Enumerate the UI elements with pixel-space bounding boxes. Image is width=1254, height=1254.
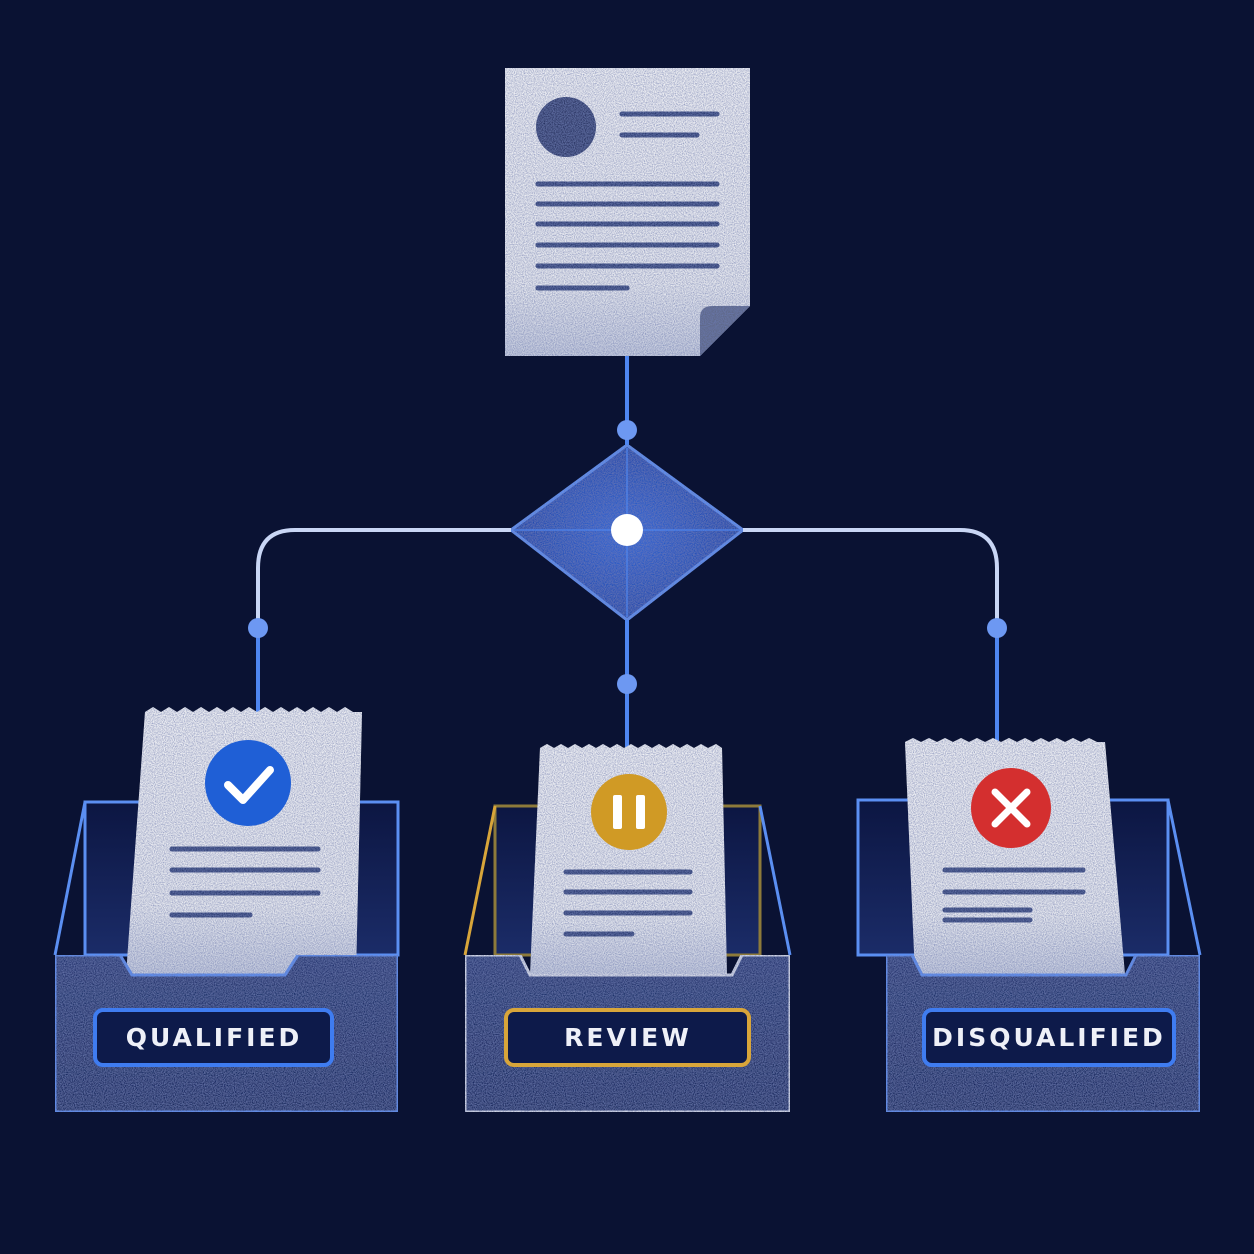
label-review-text: REVIEW — [564, 1023, 692, 1052]
bin-qualified: QUALIFIED — [53, 707, 400, 1114]
connectors — [248, 356, 1007, 748]
receipt-review — [530, 744, 727, 975]
pause-icon — [591, 774, 667, 850]
label-qualified — [93, 1008, 334, 1067]
connector-node-left — [248, 618, 268, 638]
avatar-icon — [536, 97, 596, 157]
connector-decision-to-disqualified — [742, 528, 999, 742]
connector-node-middle — [617, 674, 637, 694]
connector-decision-to-qualified — [256, 528, 512, 712]
label-review — [504, 1008, 751, 1067]
connector-node-top — [617, 420, 637, 440]
bin-review: REVIEW — [463, 744, 792, 1114]
receipt-disqualified — [905, 738, 1125, 975]
resume-document-icon — [505, 68, 750, 356]
label-disqualified — [922, 1008, 1176, 1067]
bin-disqualified: DISQUALIFIED — [856, 738, 1202, 1114]
x-icon — [971, 768, 1051, 848]
checkmark-icon — [205, 740, 291, 826]
receipt-qualified — [126, 707, 362, 975]
decision-diamond-icon — [508, 443, 746, 622]
label-qualified-text: QUALIFIED — [126, 1023, 303, 1052]
connector-node-right — [987, 618, 1007, 638]
label-disqualified-text: DISQUALIFIED — [932, 1023, 1166, 1052]
decision-center-dot — [611, 514, 643, 546]
